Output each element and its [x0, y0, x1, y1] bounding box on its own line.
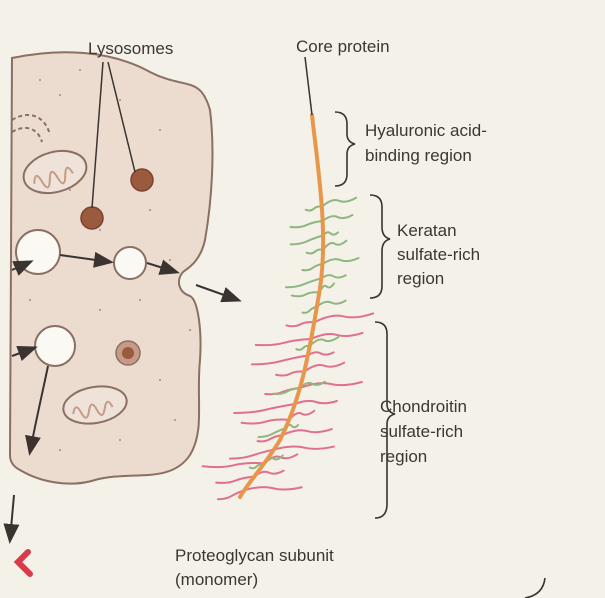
keratan-chain [323, 241, 346, 250]
hyaluronic-label-line2: binding region [365, 145, 472, 167]
keratan-chain [323, 215, 353, 221]
bracket-chondroitin [375, 322, 395, 518]
keratan-chain [322, 198, 356, 207]
lysosomes-label: Lysosomes [88, 38, 173, 60]
lysosome-2 [81, 207, 103, 229]
chondroitin-chain [242, 419, 290, 423]
chondroitin-chain [203, 463, 265, 467]
bracket-hyaluronic [335, 112, 355, 186]
vesicle-left-lower [35, 326, 75, 366]
keratan-chain [321, 275, 345, 278]
core-protein-strand [240, 115, 323, 497]
keratan-chain [317, 301, 346, 307]
vesicle-middle [114, 247, 146, 279]
keratan-chain [290, 221, 322, 227]
chondroitin-chain [304, 363, 344, 372]
chondroitin-chain [295, 401, 337, 404]
chondroitin-chain [244, 487, 301, 490]
lysosome-1 [131, 169, 153, 191]
region-brackets [335, 112, 545, 598]
chondroitin-chain [286, 322, 314, 326]
chondroitin-label-line3: region [380, 446, 427, 468]
chondroitin-chain [282, 429, 331, 435]
chondroitin-chain [234, 404, 295, 413]
subunit-label-line1: Proteoglycan subunit [175, 545, 334, 567]
core-protein-pointer [305, 57, 312, 115]
keratan-chain [306, 206, 322, 210]
keratan-sulfate-chains [250, 198, 359, 469]
keratan-chain [292, 292, 320, 296]
lysosome-small-right [116, 341, 140, 365]
keratan-chain [291, 235, 323, 244]
hyaluronic-label-line1: Hyaluronic acid- [365, 120, 487, 142]
chondroitin-chain [314, 313, 373, 322]
chondroitin-label-line1: Chondroitin [380, 396, 467, 418]
keratan-chain [273, 388, 300, 394]
bracket-subunit [525, 578, 545, 598]
keratan-chain [323, 232, 338, 235]
vesicle-left-upper [16, 230, 60, 274]
chondroitin-chain [252, 355, 308, 364]
keratan-chain [323, 258, 359, 264]
corner-mark [18, 552, 30, 574]
core-protein-label: Core protein [296, 36, 390, 58]
chondroitin-chain [308, 352, 334, 355]
keratan-label-line1: Keratan [397, 220, 457, 242]
subunit-label-line2: (monomer) [175, 569, 258, 591]
chondroitin-chain [276, 371, 304, 375]
keratan-label-line3: region [397, 268, 444, 290]
keratan-chain [302, 264, 322, 270]
chondroitin-chain [274, 446, 334, 449]
chondroitin-label-line2: sulfate-rich [380, 421, 463, 443]
keratan-chain [286, 278, 321, 287]
chondroitin-chain [256, 339, 311, 345]
chondroitin-sulfate-chains [203, 313, 374, 499]
keratan-chain [307, 249, 323, 253]
keratan-label-line2: sulfate-rich [397, 244, 480, 266]
bracket-keratan [370, 195, 390, 298]
